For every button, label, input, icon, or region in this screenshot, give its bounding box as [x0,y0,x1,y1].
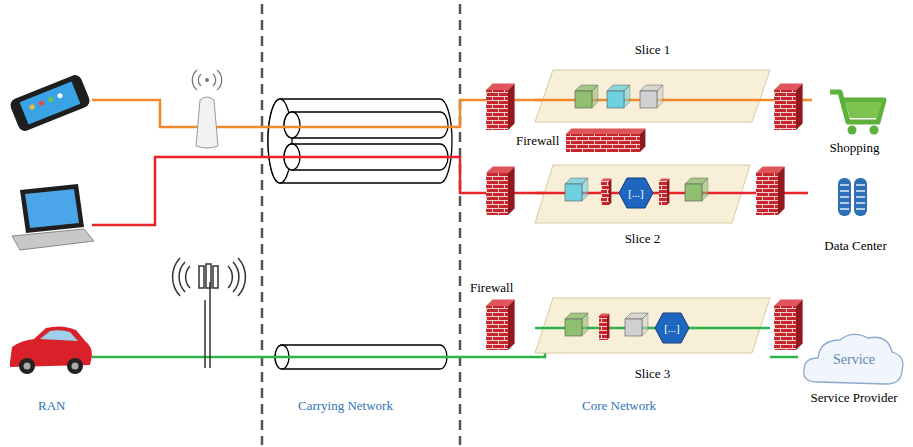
tower-icon [173,258,246,368]
node-text: Data Center [824,238,886,253]
domain-label: RAN [38,398,65,414]
car-icon [10,326,92,374]
text-slot: Data Center [808,238,903,254]
text-slot: [...] [655,320,689,336]
node-text: Slice 3 [635,366,671,381]
node-text: Slice 2 [625,231,661,246]
function-cube [640,85,663,108]
firewall-icon [599,314,609,340]
firewall-label: Firewall [470,280,513,296]
node-text: Service [833,352,875,367]
function-cube [607,85,630,108]
text-slot: [...] [619,185,653,201]
access-line [92,100,545,127]
function-hexagon: [...] [655,313,689,343]
access-line [92,328,545,357]
text-slot: Service [798,352,910,368]
tunnel [268,99,452,369]
phone-icon [8,73,91,133]
node-text: [...] [664,322,680,334]
text-slot: Slice 2 [535,231,750,247]
network-slice: Slice 1 [535,40,770,130]
firewall-label: Firewall [516,133,559,149]
shopping-node: Shopping [812,80,897,160]
firewall-icon [774,299,803,350]
network-slice: Slice 2 [...] [535,165,750,255]
laptop-icon [12,184,94,250]
node-text: Shopping [830,140,880,155]
text-slot: Service Provider [798,390,910,406]
data-center-node: Data Center [808,176,903,258]
function-cube [565,313,588,336]
function-cube [575,85,598,108]
service-cloud: ServiceService Provider [798,326,910,414]
firewall-icon [486,299,515,350]
network-slice: Slice 3 [...] [535,298,770,390]
text-slot: Slice 3 [535,366,770,382]
cart-icon [830,92,884,135]
firewall-icon [774,83,803,130]
function-cube [565,178,588,201]
domain-label: Carrying Network [298,398,393,414]
access-line [92,157,545,225]
connector [770,357,798,358]
firewall-icon [659,179,669,205]
text-slot: Shopping [812,140,897,156]
divider [261,4,264,445]
function-hexagon: [...] [619,178,653,208]
node-text: Service Provider [810,390,897,405]
text-slot: Slice 1 [535,42,770,58]
firewall-icon [486,166,515,215]
function-cube [685,178,708,201]
firewall-icon [756,166,785,215]
router-icon [192,70,221,148]
function-cube [625,313,648,336]
firewall-icon [601,179,611,205]
node-text: Slice 1 [635,42,671,57]
firewall-icon [566,129,645,152]
node-text: [...] [628,187,644,199]
divider [459,4,462,445]
firewall-icon [486,83,515,130]
domain-label: Core Network [582,398,656,414]
server-icon [838,178,867,216]
